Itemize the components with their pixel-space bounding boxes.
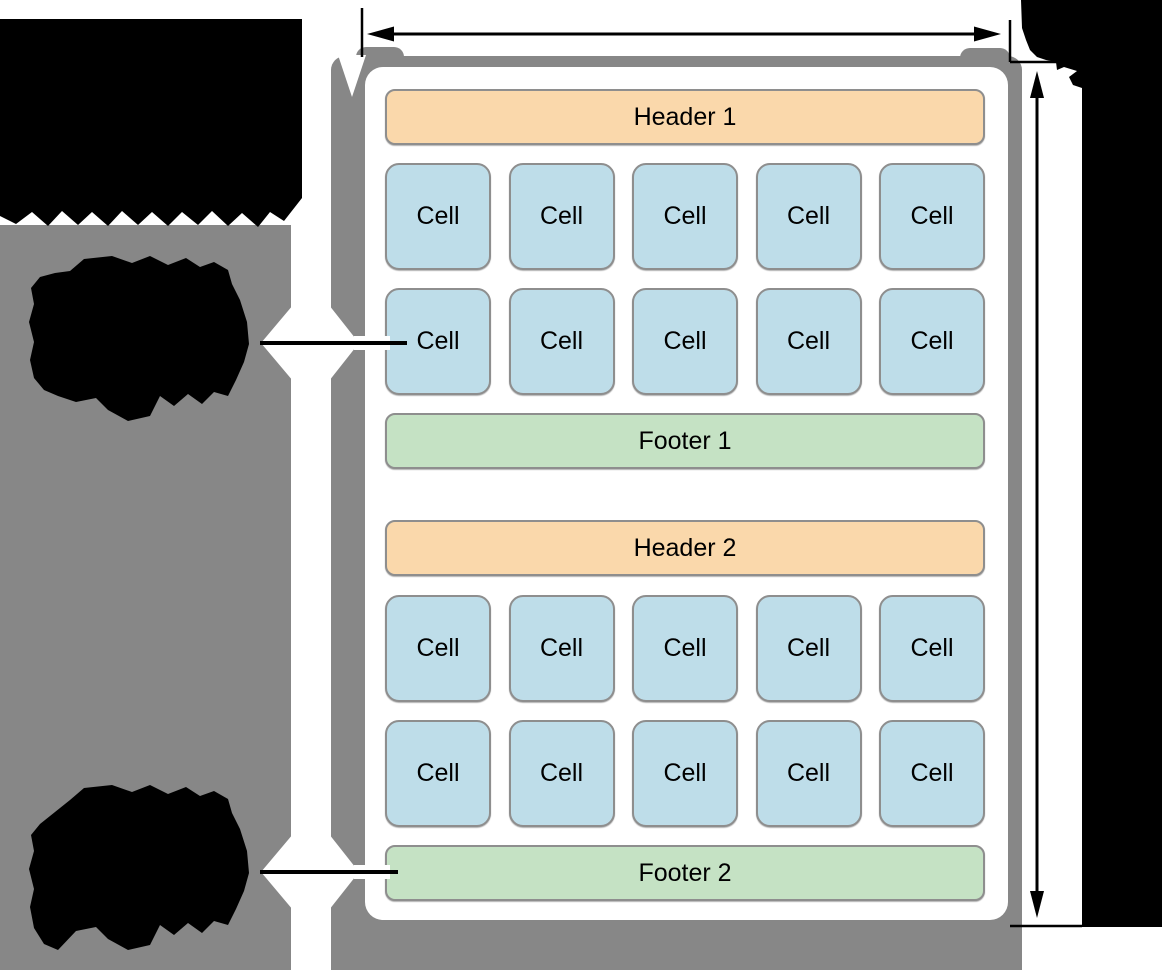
- cell: Cell: [385, 720, 491, 827]
- cell-row: Cell Cell Cell Cell Cell: [385, 595, 985, 702]
- cell: Cell: [879, 720, 985, 827]
- redacted-label-block: [1021, 0, 1162, 927]
- section-header-label: Header 1: [633, 102, 737, 131]
- cell-row: Cell Cell Cell Cell Cell: [385, 720, 985, 827]
- torn-edge-bump: [960, 48, 1010, 60]
- cell: Cell: [632, 288, 738, 395]
- cell: Cell: [385, 163, 491, 270]
- section-footer-label: Footer 1: [638, 426, 732, 455]
- arrowhead-right-icon: [974, 26, 1001, 42]
- cell: Cell: [755, 720, 862, 827]
- section-footer-label: Footer 2: [638, 858, 732, 887]
- cell: Cell: [508, 288, 615, 395]
- torn-edge-bump: [356, 47, 404, 61]
- cell: Cell: [508, 163, 615, 270]
- cell: Cell: [385, 595, 491, 702]
- section-footer-bar: Footer 2: [385, 845, 985, 901]
- cell-row: Cell Cell Cell Cell Cell: [385, 288, 985, 395]
- cell: Cell: [508, 720, 615, 827]
- cell: Cell: [879, 288, 985, 395]
- cell: Cell: [632, 720, 738, 827]
- cell: Cell: [879, 595, 985, 702]
- left-label-panel: [0, 225, 291, 970]
- cell: Cell: [755, 163, 862, 270]
- cell: Cell: [755, 595, 862, 702]
- cell: Cell: [508, 595, 615, 702]
- cell: Cell: [385, 288, 491, 395]
- content-inset-area: Header 1 Cell Cell Cell Cell Cell Cell C…: [365, 67, 1008, 920]
- section-footer-bar: Footer 1: [385, 413, 985, 469]
- arrowhead-left-icon: [367, 26, 394, 42]
- width-dimension-arrow: [360, 8, 1012, 62]
- cell-row: Cell Cell Cell Cell Cell: [385, 163, 985, 270]
- cell: Cell: [632, 163, 738, 270]
- section-header-bar: Header 2: [385, 520, 985, 576]
- arrowhead-up-icon: [1030, 71, 1044, 98]
- cell: Cell: [632, 595, 738, 702]
- section-header-label: Header 2: [633, 533, 737, 562]
- cell: Cell: [879, 163, 985, 270]
- redacted-label-block: [0, 19, 302, 227]
- cell: Cell: [755, 288, 862, 395]
- section-header-bar: Header 1: [385, 89, 985, 145]
- arrowhead-down-icon: [1030, 891, 1044, 918]
